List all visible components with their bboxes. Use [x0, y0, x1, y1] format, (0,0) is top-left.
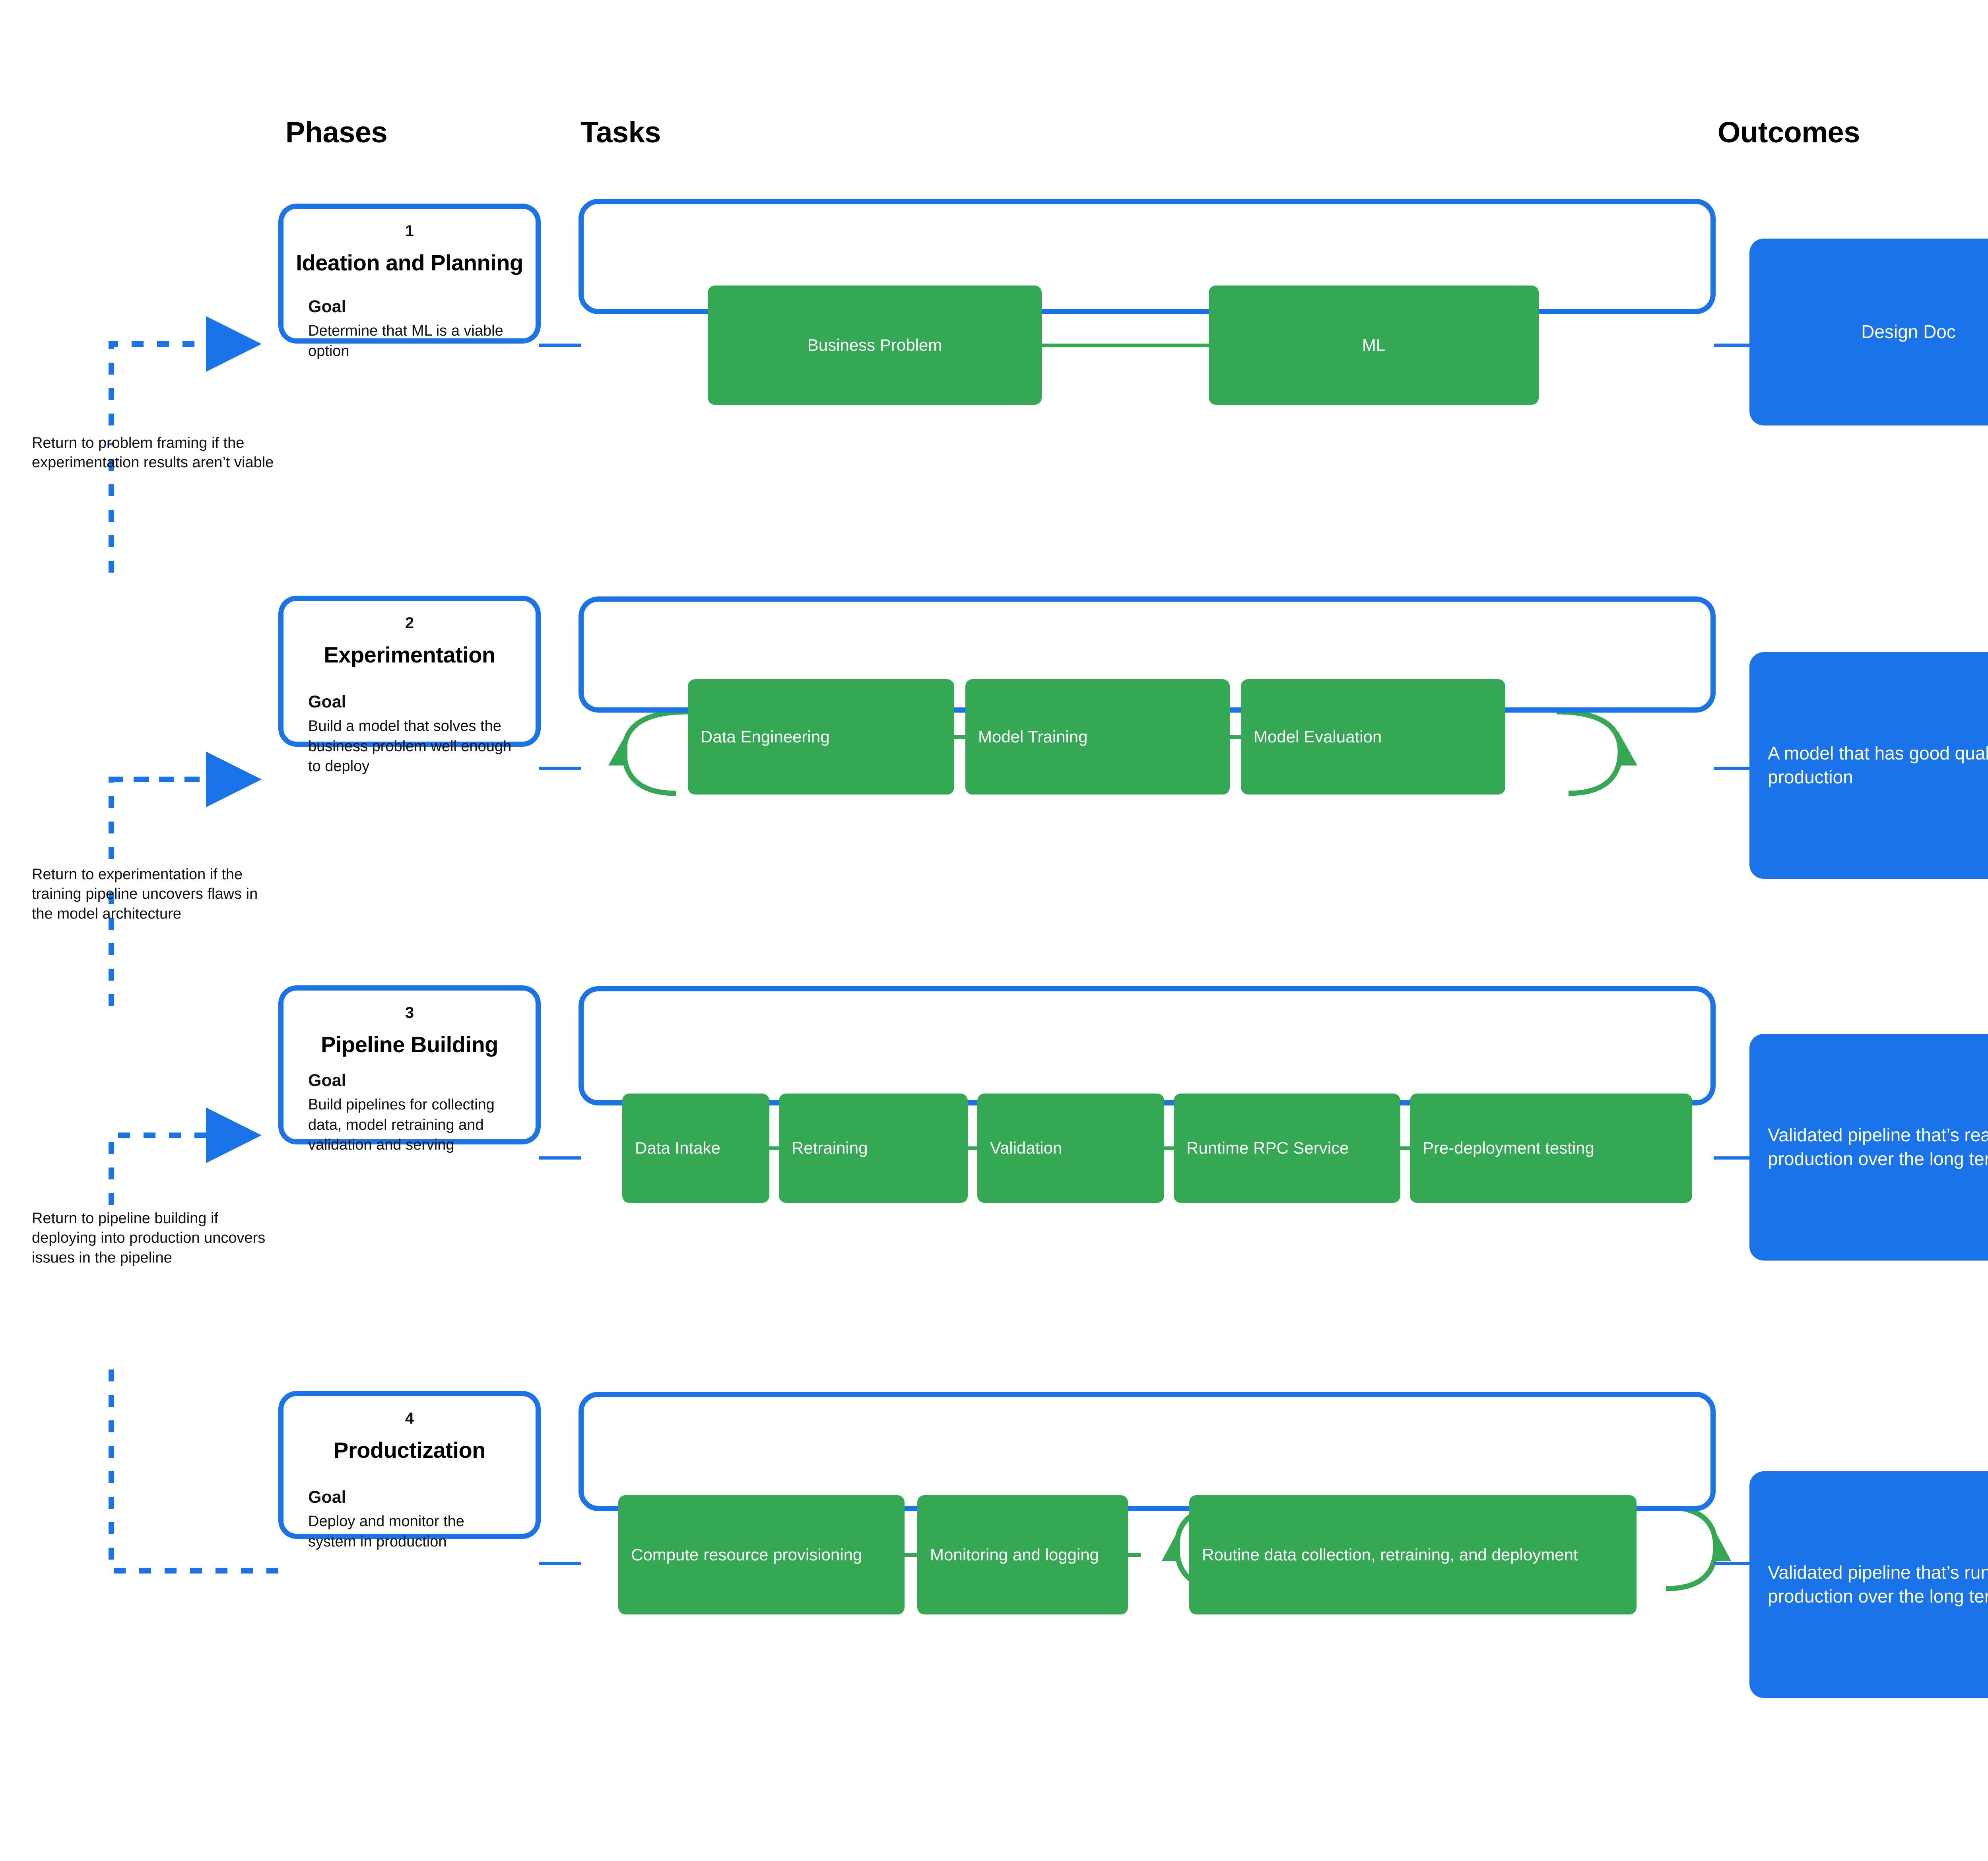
- goal-label: Goal: [308, 1070, 346, 1090]
- outcome-box-2[interactable]: A model that has good quality for produc…: [1749, 652, 1988, 879]
- phase-goal-4: Goal Deploy and monitor the system in pr…: [283, 1488, 536, 1552]
- phase-title-4: Productization: [334, 1438, 485, 1463]
- return-note-1: Return to problem framing if the experim…: [32, 435, 274, 471]
- phase-card-2[interactable]: 2 Experimentation Goal Build a model tha…: [278, 596, 541, 775]
- phase-number-1: 1: [405, 222, 414, 240]
- task-box-data-intake[interactable]: Data Intake: [622, 1094, 769, 1203]
- task-panel-row-3: [579, 986, 1716, 1105]
- goal-label: Goal: [308, 692, 346, 711]
- column-header-outcomes: Outcomes: [1718, 116, 1860, 149]
- task-box-ml[interactable]: ML: [1209, 286, 1539, 405]
- task-group-row-1: Business Problem ML: [708, 286, 1539, 405]
- phase-number-2: 2: [405, 614, 414, 632]
- loop-arrowhead-left: [608, 732, 627, 765]
- task-connector: [1164, 1146, 1174, 1150]
- phase-goal-1: Goal Determine that ML is a viable optio…: [283, 297, 536, 361]
- connector-phase4-tasks: [539, 1562, 581, 1565]
- outcome-box-3[interactable]: Validated pipeline that’s ready for prod…: [1749, 1034, 1988, 1261]
- task-box-monitoring-and-logging[interactable]: Monitoring and logging: [917, 1495, 1128, 1614]
- phase-goal-2: Goal Build a model that solves the busin…: [283, 692, 536, 777]
- task-connector: [1042, 343, 1209, 347]
- return-note-2: Return to experimentation if the trainin…: [32, 866, 258, 922]
- phase-number-4: 4: [405, 1410, 414, 1427]
- phase-card-4[interactable]: 4 Productization Goal Deploy and monitor…: [278, 1391, 541, 1550]
- task-connector: [1230, 735, 1241, 739]
- goal-label: Goal: [308, 297, 346, 316]
- connector-tasks2-outcome2: [1714, 767, 1753, 770]
- goal-text-3: Build pipelines for collecting data, mod…: [308, 1096, 495, 1154]
- task-group-row-2: Data Engineering Model Training Model Ev…: [688, 679, 1505, 795]
- task-connector: [1400, 1146, 1410, 1150]
- outcome-box-1[interactable]: Design Doc: [1749, 239, 1988, 425]
- column-header-phases: Phases: [285, 116, 388, 149]
- goal-text-4: Deploy and monitor the system in product…: [308, 1513, 464, 1550]
- task-connector: [1128, 1553, 1141, 1557]
- task-box-data-engineering[interactable]: Data Engineering: [688, 679, 954, 795]
- task-connector: [968, 1146, 977, 1150]
- phase-title-2: Experimentation: [324, 642, 495, 667]
- phase-card-3[interactable]: 3 Pipeline Building Goal Build pipelines…: [278, 985, 541, 1153]
- task-box-model-training[interactable]: Model Training: [965, 679, 1230, 795]
- task-box-retraining[interactable]: Retraining: [779, 1094, 968, 1203]
- loop-arrowhead-right: [1618, 732, 1637, 765]
- column-header-tasks: Tasks: [580, 116, 661, 149]
- connector-tasks3-outcome3: [1714, 1156, 1753, 1160]
- goal-text-1: Determine that ML is a viable option: [308, 322, 503, 359]
- task-connector: [769, 1146, 779, 1150]
- loop-arrowhead-right-2: [1713, 1527, 1731, 1561]
- task-panel-row-4: [579, 1392, 1716, 1511]
- phase-goal-3: Goal Build pipelines for collecting data…: [283, 1071, 536, 1155]
- goal-label: Goal: [308, 1487, 346, 1507]
- task-group-row-3: Data Intake Retraining Validation Runtim…: [622, 1094, 1692, 1203]
- task-connector: [954, 735, 965, 739]
- task-box-model-evaluation[interactable]: Model Evaluation: [1241, 679, 1505, 795]
- task-box-business-problem[interactable]: Business Problem: [708, 286, 1042, 405]
- goal-text-2: Build a model that solves the business p…: [308, 718, 512, 775]
- task-box-validation[interactable]: Validation: [977, 1094, 1164, 1203]
- task-connector: [905, 1553, 917, 1557]
- phase-number-3: 3: [405, 1004, 414, 1022]
- task-box-runtime-rpc-service[interactable]: Runtime RPC Service: [1174, 1094, 1400, 1203]
- task-box-pre-deployment-testing[interactable]: Pre-deployment testing: [1410, 1094, 1692, 1203]
- outcome-box-4[interactable]: Validated pipeline that’s running in pro…: [1749, 1471, 1988, 1698]
- phase-card-1[interactable]: 1 Ideation and Planning Goal Determine t…: [278, 204, 541, 359]
- phase-title-1: Ideation and Planning: [296, 250, 523, 275]
- task-box-compute-resource-provisioning[interactable]: Compute resource provisioning: [618, 1495, 905, 1614]
- return-note-3: Return to pipeline building if deploying…: [32, 1210, 266, 1266]
- task-group-row-4: Compute resource provisioning Monitoring…: [618, 1495, 1637, 1614]
- phase-title-3: Pipeline Building: [321, 1032, 498, 1057]
- connector-phase3-tasks: [539, 1156, 581, 1160]
- connector-phase2-tasks: [539, 767, 581, 770]
- connector-phase1-tasks: [539, 344, 581, 347]
- task-box-routine-data-collection[interactable]: Routine data collection, retraining, and…: [1189, 1495, 1637, 1614]
- connector-tasks1-outcome1: [1714, 344, 1753, 347]
- connector-tasks4-outcome4: [1714, 1562, 1753, 1565]
